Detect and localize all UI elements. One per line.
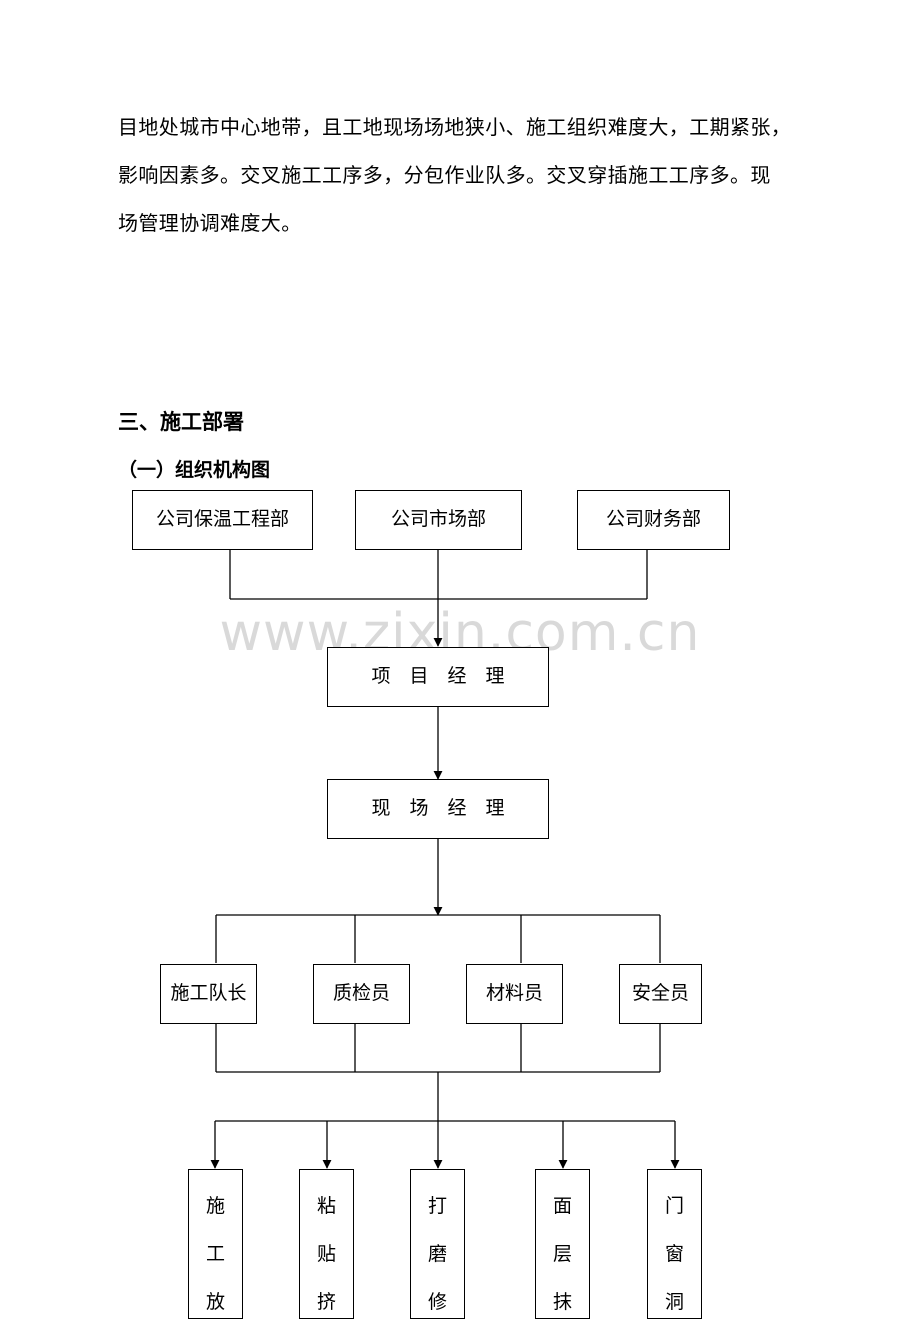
team-box-3-char: 磨 [427, 1243, 447, 1265]
team-box-5-char: 洞 [664, 1291, 684, 1313]
dept-marketing: 公司市场部 [355, 490, 522, 550]
team-box-5-char: 窗 [664, 1243, 684, 1265]
staff-materials-clerk: 材料员 [466, 964, 563, 1024]
team-box-2-char: 挤 [316, 1291, 336, 1313]
team-box-3-char: 打 [427, 1195, 447, 1217]
subsection-title: （一）组织机构图 [118, 459, 271, 481]
team-box-4-char: 面 [552, 1195, 572, 1217]
team-box-3-char: 修 [427, 1291, 447, 1313]
team-box-4-char: 层 [552, 1243, 572, 1265]
dept-insulation-engineering: 公司保温工程部 [132, 490, 313, 550]
team-box-2-char: 粘 [316, 1195, 336, 1217]
team-box-2-char: 贴 [316, 1243, 336, 1265]
staff-team-leader: 施工队长 [160, 964, 257, 1024]
team-box-4: 面 层 抹 [535, 1169, 590, 1319]
paragraph-line-2: 影响因素多。交叉施工工序多，分包作业队多。交叉穿插施工工序多。现 [118, 163, 771, 187]
team-box-2: 粘 贴 挤 [299, 1169, 354, 1319]
project-manager-box: 项 目 经 理 [327, 647, 549, 707]
team-box-5-char: 门 [664, 1195, 684, 1217]
team-box-5: 门 窗 洞 [647, 1169, 702, 1319]
section-title: 三、施工部署 [118, 409, 244, 434]
team-box-1-char: 放 [205, 1291, 225, 1313]
team-box-1: 施 工 放 [188, 1169, 243, 1319]
site-manager-box: 现 场 经 理 [327, 779, 549, 839]
team-box-1-char: 工 [205, 1243, 225, 1265]
paragraph-line-3: 场管理协调难度大。 [118, 211, 302, 235]
team-box-3: 打 磨 修 [410, 1169, 465, 1319]
team-box-4-char: 抹 [552, 1291, 572, 1313]
paragraph-line-1: 目地处城市中心地带，且工地现场场地狭小、施工组织难度大，工期紧张， [118, 115, 792, 139]
dept-finance: 公司财务部 [577, 490, 730, 550]
staff-safety-officer: 安全员 [619, 964, 702, 1024]
staff-quality-inspector: 质检员 [313, 964, 410, 1024]
team-box-1-char: 施 [205, 1195, 225, 1217]
